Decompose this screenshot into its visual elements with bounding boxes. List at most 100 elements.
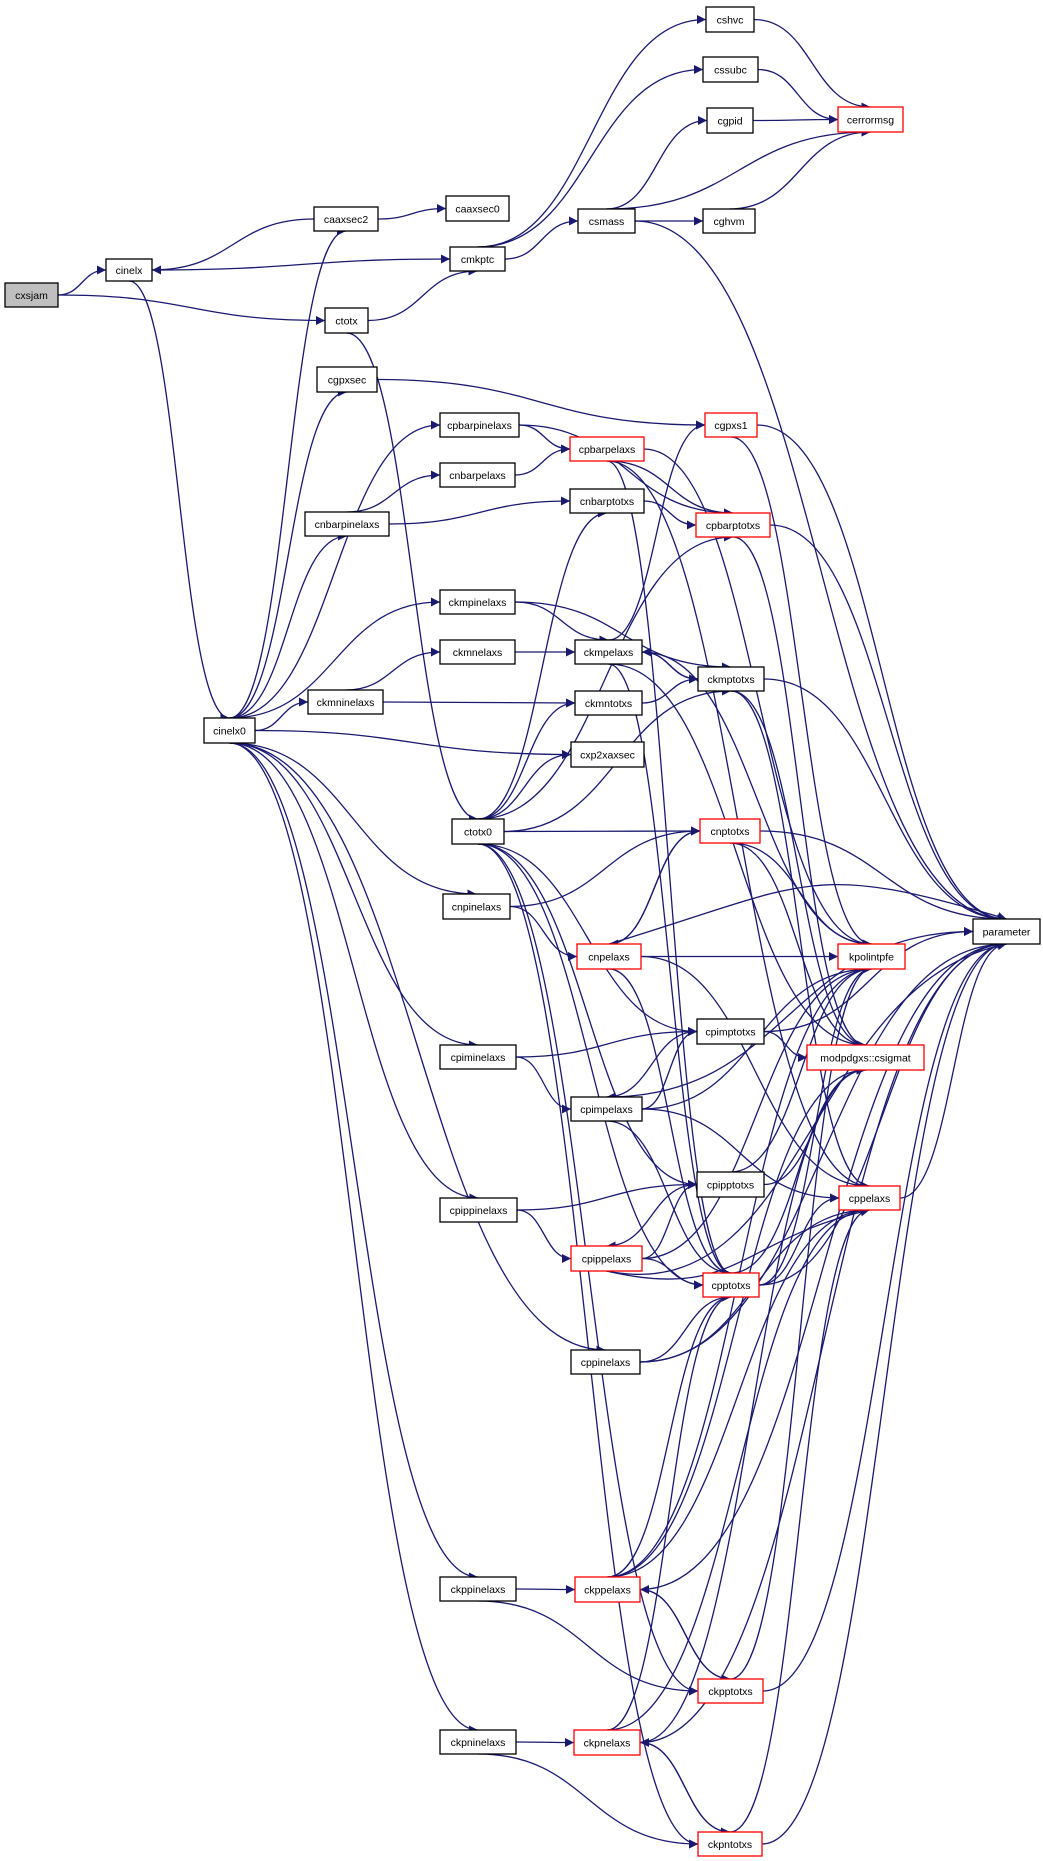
node-box (806, 1044, 925, 1071)
node-label: cgpid (717, 116, 742, 128)
node-ckmpelaxs[interactable]: ckmpelaxs (574, 639, 643, 665)
node-cgpid[interactable]: cgpid (706, 107, 754, 134)
edge-cinelx0-to-cppinelaxs (229, 742, 606, 1355)
node-cppinelaxs[interactable]: cppinelaxs (570, 1349, 641, 1375)
edge-cinelx0-to-cpiminelaxs (229, 742, 479, 1050)
node-cnbarptotxs[interactable]: cnbarptotxs (569, 488, 645, 514)
node-box (439, 462, 516, 488)
node-ckmptotxs[interactable]: ckmptotxs (697, 666, 765, 692)
node-cpptotxs[interactable]: cpptotxs (702, 1272, 760, 1298)
node-ckpnelaxs[interactable]: ckpnelaxs (573, 1729, 641, 1756)
edge-cpbarpelaxs-to-cpbarptotxs (606, 460, 734, 518)
node-box (574, 1576, 641, 1603)
edge-cpimptotxs-to-parameter (763, 927, 974, 1033)
node-ckmpinelaxs[interactable]: ckmpinelaxs (439, 589, 516, 615)
node-cpipptotxs[interactable]: cpipptotxs (696, 1171, 765, 1198)
node-cpippinelaxs[interactable]: cpippinelaxs (439, 1197, 518, 1223)
node-cerrormsg[interactable]: cerrormsg (837, 106, 904, 133)
edge-ckmninelaxs-to-ckmnelaxs (345, 647, 441, 691)
node-csigmat[interactable]: modpdgxs::csigmat (806, 1044, 925, 1071)
node-cinelx0[interactable]: cinelx0 (203, 717, 256, 744)
node-cpbarptotxs[interactable]: cpbarptotxs (695, 512, 771, 538)
node-box (696, 1018, 765, 1045)
node-label: cxsjam (15, 290, 48, 302)
node-cxp2xaxsec[interactable]: cxp2xaxsec (570, 741, 645, 768)
node-cssubc[interactable]: cssubc (702, 56, 759, 83)
node-ckmntotxs[interactable]: ckmntotxs (574, 690, 643, 716)
edge-cxsjam-to-ctotx (57, 294, 326, 325)
node-box (316, 366, 378, 393)
edge-cinelx0-to-cgpxsec (229, 387, 348, 719)
node-box (439, 639, 516, 665)
node-box (697, 1831, 763, 1857)
edge-cinelx0-to-caaxsec2 (229, 226, 347, 719)
node-ckpninelaxs[interactable]: ckpninelaxs (439, 1729, 517, 1755)
edge-cnptotxs-to-parameter (759, 830, 1007, 924)
node-cnptotxs[interactable]: cnptotxs (699, 818, 761, 844)
node-cnbarpinelaxs[interactable]: cnbarpinelaxs (304, 511, 390, 537)
edge-ckpntotxs-to-ckpnelaxs (639, 1738, 731, 1833)
edge-ckmninelaxs-to-ckmntotxs (382, 698, 576, 708)
node-cgpxsec[interactable]: cgpxsec (316, 366, 378, 393)
edge-cinelx0-to-cxp2xaxsec (254, 729, 572, 759)
node-cnbarpelaxs[interactable]: cnbarpelaxs (439, 462, 516, 488)
node-box (324, 307, 369, 334)
node-caaxsec0[interactable]: caaxsec0 (445, 195, 510, 222)
edge-cnptotxs-to-csigmat (729, 842, 866, 1050)
node-cshvc[interactable]: cshvc (705, 6, 755, 33)
node-ckmnelaxs[interactable]: ckmnelaxs (439, 639, 516, 665)
node-box (573, 1729, 641, 1756)
edge-ckppelaxs-to-parameter (639, 939, 1007, 1591)
node-cpiminelaxs[interactable]: cpiminelaxs (439, 1044, 517, 1070)
node-cnpinelaxs[interactable]: cnpinelaxs (442, 893, 511, 920)
node-box (304, 511, 390, 537)
edge-ckpnelaxs-to-cpptotxs (606, 1292, 732, 1731)
node-cpbarpelaxs[interactable]: cpbarpelaxs (569, 436, 645, 462)
edge-cgpxs1-to-kpolintpfe (730, 436, 872, 949)
node-parameter[interactable]: parameter (972, 918, 1041, 945)
edge-csmass-to-parameter (634, 220, 1007, 924)
edge-cpippelaxs-to-cpptotxs (641, 1257, 704, 1290)
node-ckmninelaxs[interactable]: ckmninelaxs (307, 689, 384, 715)
node-label: ctotx (335, 316, 358, 328)
node-ctotx0[interactable]: ctotx0 (451, 818, 505, 845)
node-box (699, 818, 761, 844)
edge-ctotx0-to-ckpntotxs (477, 843, 699, 1849)
edge-cinelx0-to-ckmpinelaxs (229, 597, 441, 719)
node-cppelaxs[interactable]: cppelaxs (838, 1185, 901, 1211)
node-cpimptotxs[interactable]: cpimptotxs (696, 1018, 765, 1045)
edge-ctotx0-to-cxp2xaxsec (477, 750, 572, 820)
node-label: cmkptc (461, 254, 494, 266)
node-label: cpbarpelaxs (579, 444, 636, 456)
edge-cnpelaxs-to-cppelaxs (640, 955, 870, 1191)
node-csmass[interactable]: csmass (577, 208, 636, 234)
node-cghvm[interactable]: cghvm (702, 208, 756, 234)
node-ckpptotxs[interactable]: ckpptotxs (697, 1678, 764, 1704)
node-cpimpelaxs[interactable]: cpimpelaxs (570, 1096, 643, 1122)
node-cinelx[interactable]: cinelx (105, 258, 153, 282)
node-cgpxs1[interactable]: cgpxs1 (704, 412, 758, 438)
edge-cnpelaxs-to-cpptotxs (608, 968, 732, 1278)
edge-cmkptc-to-cssubc (477, 65, 704, 248)
edge-ckpptotxs-to-parameter (762, 939, 1007, 1692)
node-label: ckpninelaxs (451, 1737, 506, 1749)
node-box (569, 488, 645, 514)
node-caaxsec2[interactable]: caaxsec2 (313, 206, 379, 232)
node-cpippelaxs[interactable]: cpippelaxs (570, 1245, 643, 1272)
node-box (972, 918, 1041, 945)
node-label: ckpntotxs (708, 1839, 752, 1851)
node-ckpntotxs[interactable]: ckpntotxs (697, 1831, 763, 1857)
node-label: cpptotxs (711, 1280, 750, 1292)
edge-ckppelaxs-to-cpptotxs (607, 1292, 732, 1578)
node-kpolintpfe[interactable]: kpolintpfe (837, 943, 906, 970)
edge-cpimpelaxs-to-parameter (606, 927, 974, 1098)
node-cpbarpinelaxs[interactable]: cpbarpinelaxs (439, 412, 520, 438)
node-ckppinelaxs[interactable]: ckppinelaxs (439, 1576, 517, 1602)
edge-cpbarpinelaxs-to-cpbarpelaxs (518, 424, 571, 454)
node-cmkptc[interactable]: cmkptc (449, 246, 506, 272)
node-ckppelaxs[interactable]: ckppelaxs (574, 1576, 641, 1603)
node-cxsjam[interactable]: cxsjam (4, 282, 59, 308)
node-ctotx[interactable]: ctotx (324, 307, 369, 334)
node-cnpelaxs[interactable]: cnpelaxs (576, 943, 642, 970)
edge-cinelx0-to-ckppinelaxs (229, 742, 479, 1582)
